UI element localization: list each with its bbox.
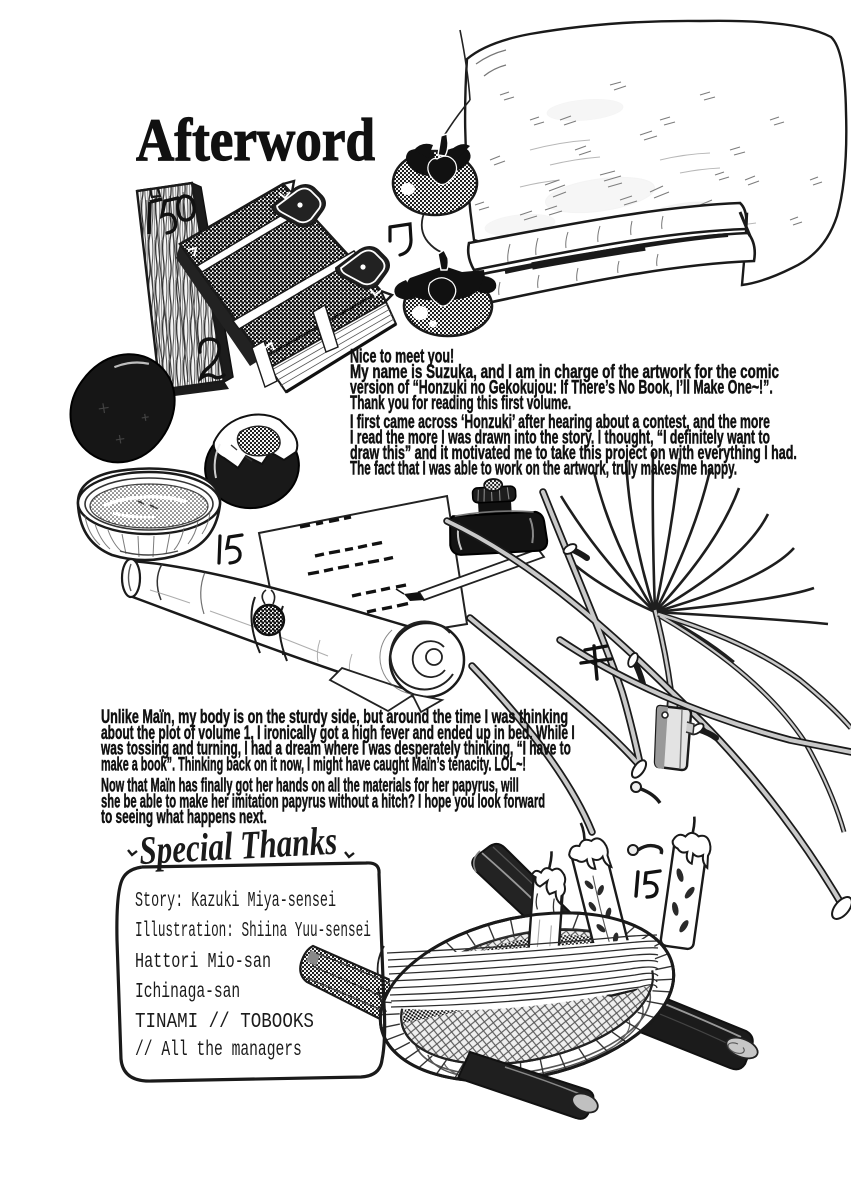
svg-text:Afterword: Afterword — [136, 107, 375, 173]
svg-text:draw this” and it motivated me: draw this” and it motivated me to take t… — [350, 443, 797, 464]
svg-text:My name is Suzuka, and I am in: My name is Suzuka, and I am in charge of… — [350, 362, 779, 383]
svg-text:Ichinaga-san: Ichinaga-san — [135, 981, 240, 1004]
svg-text:Hattori Mio-san: Hattori Mio-san — [135, 951, 271, 974]
svg-text:version of “Honzuki no Gekokuj: version of “Honzuki no Gekokujou: If The… — [350, 377, 773, 398]
svg-text:I first came across ‘Honzuki’: I first came across ‘Honzuki’ after hear… — [350, 412, 770, 433]
svg-text:Story: Kazuki Miya-sensei: Story: Kazuki Miya-sensei — [135, 890, 336, 913]
svg-text:about the plot of volume 1, I: about the plot of volume 1, I ironically… — [101, 723, 575, 744]
svg-text:Thank you for reading this fir: Thank you for reading this first volume. — [350, 393, 571, 414]
svg-text:Now that Maïn has finally got: Now that Maïn has finally got her hands … — [101, 775, 519, 796]
svg-text:// All the managers: // All the managers — [135, 1039, 302, 1062]
svg-text:make a book”. Thinking back on: make a book”. Thinking back on it now, I… — [101, 754, 526, 775]
svg-text:Nice to meet you!: Nice to meet you! — [350, 346, 454, 367]
svg-text:TINAMI // TOBOOKS: TINAMI // TOBOOKS — [135, 1011, 314, 1034]
svg-text:was tossing and turning, I had: was tossing and turning, I had a dream w… — [100, 739, 571, 760]
svg-text:Unlike Maïn, my body is on the: Unlike Maïn, my body is on the sturdy si… — [101, 707, 568, 728]
svg-text:to seeing what happens next.: to seeing what happens next. — [101, 807, 267, 828]
svg-text:Illustration: Shiina Yuu-sense: Illustration: Shiina Yuu-sensei — [135, 920, 371, 943]
svg-text:I read the more I was drawn in: I read the more I was drawn into the sto… — [350, 427, 770, 448]
svg-text:The fact that I was able to wo: The fact that I was able to work on the … — [350, 458, 737, 479]
svg-text:Special Thanks: Special Thanks — [138, 818, 338, 873]
svg-text:she be able to make her imitat: she be able to make her imitation papyru… — [101, 791, 545, 812]
